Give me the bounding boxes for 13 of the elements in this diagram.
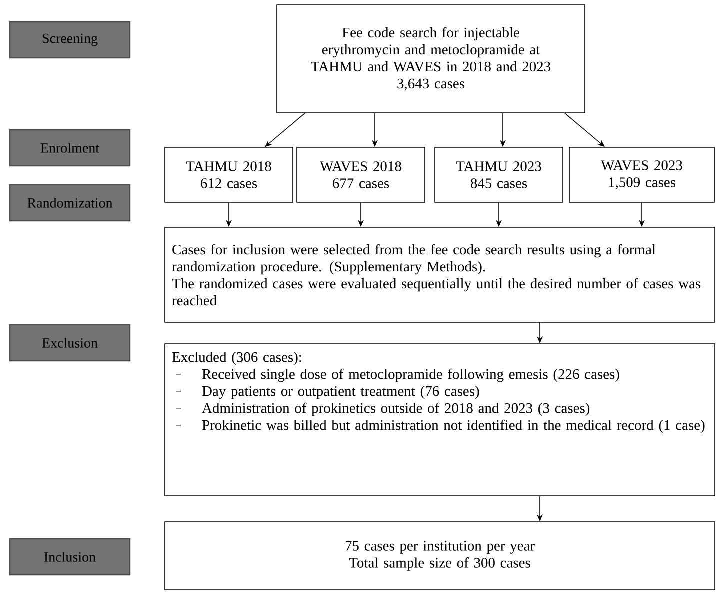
process-box: Fee code search for injectable erythromycin and metoclopramide at TAHMU and WAVES in 2018 and 2023 3,643 cases [276,4,586,114]
process-box: Cases for inclusion were selected from the fee code search results using a formal randomization procedure. (Supplementary Methods). The randomized cases were evaluated sequentially until the desired number of cases was reached [164,227,716,323]
process-box: TAHMU 2018 612 cases [164,147,294,203]
process-box: WAVES 2023 1,509 cases [569,147,715,203]
process-box: 75 cases per institution per year Total sample size of 300 cases [164,522,716,590]
stage-box: Inclusion [9,538,131,576]
stage-box: Exclusion [9,324,131,362]
stage-box: Enrolment [9,129,131,167]
process-box: TAHMU 2023 845 cases [434,147,564,203]
process-box: Excluded (306 cases): Received single dose of metoclopramide following emesis (226 cases) Day patients or outpatient treatment (76 cases) Administration of prokinetics outside of 2018 and 2023 (3 cases) Prokinetic was billed but administration not identified in the medical record (1 case) [164,344,716,496]
process-box: WAVES 2018 677 cases [296,147,426,203]
stage-box: Randomization [9,184,131,222]
stage-box: Screening [9,21,131,59]
